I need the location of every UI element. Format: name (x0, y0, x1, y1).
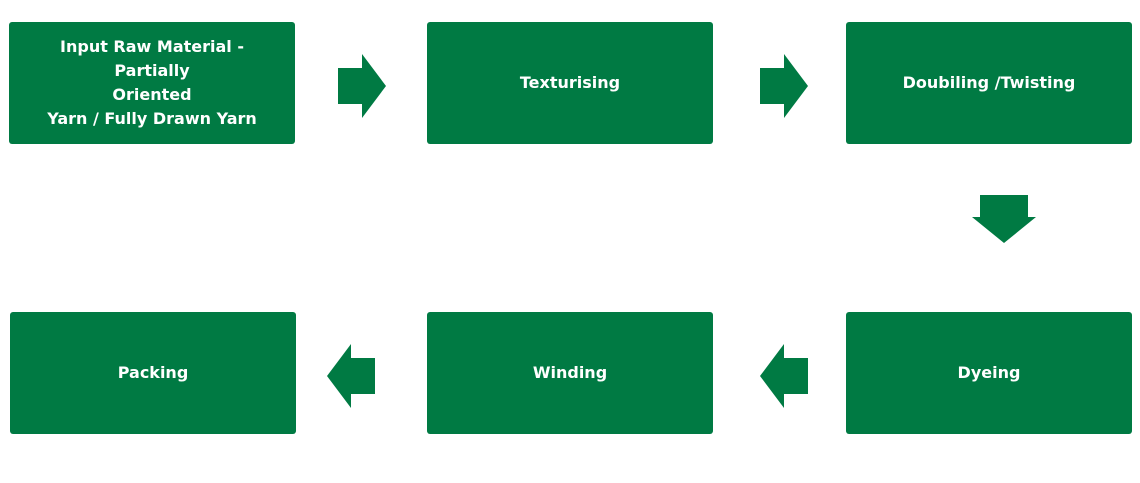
arrow-right-icon (338, 54, 386, 118)
arrow-down-icon (972, 195, 1036, 243)
step-input-raw-material: Input Raw Material - Partially Oriented … (9, 22, 295, 144)
step-winding: Winding (427, 312, 713, 434)
arrow-left-icon (327, 344, 375, 408)
step-label: Doubiling /Twisting (902, 73, 1076, 92)
step-dyeing: Dyeing (846, 312, 1132, 434)
step-label: Winding (532, 363, 608, 382)
arrow-left-icon (760, 344, 808, 408)
step-packing: Packing (10, 312, 296, 434)
step-label: Input Raw Material - Partially Oriented … (47, 37, 257, 128)
step-label: Texturising (519, 73, 621, 92)
step-label: Packing (117, 363, 189, 382)
step-texturising: Texturising (427, 22, 713, 144)
step-doubling-twisting: Doubiling /Twisting (846, 22, 1132, 144)
arrow-right-icon (760, 54, 808, 118)
step-label: Dyeing (957, 363, 1021, 382)
